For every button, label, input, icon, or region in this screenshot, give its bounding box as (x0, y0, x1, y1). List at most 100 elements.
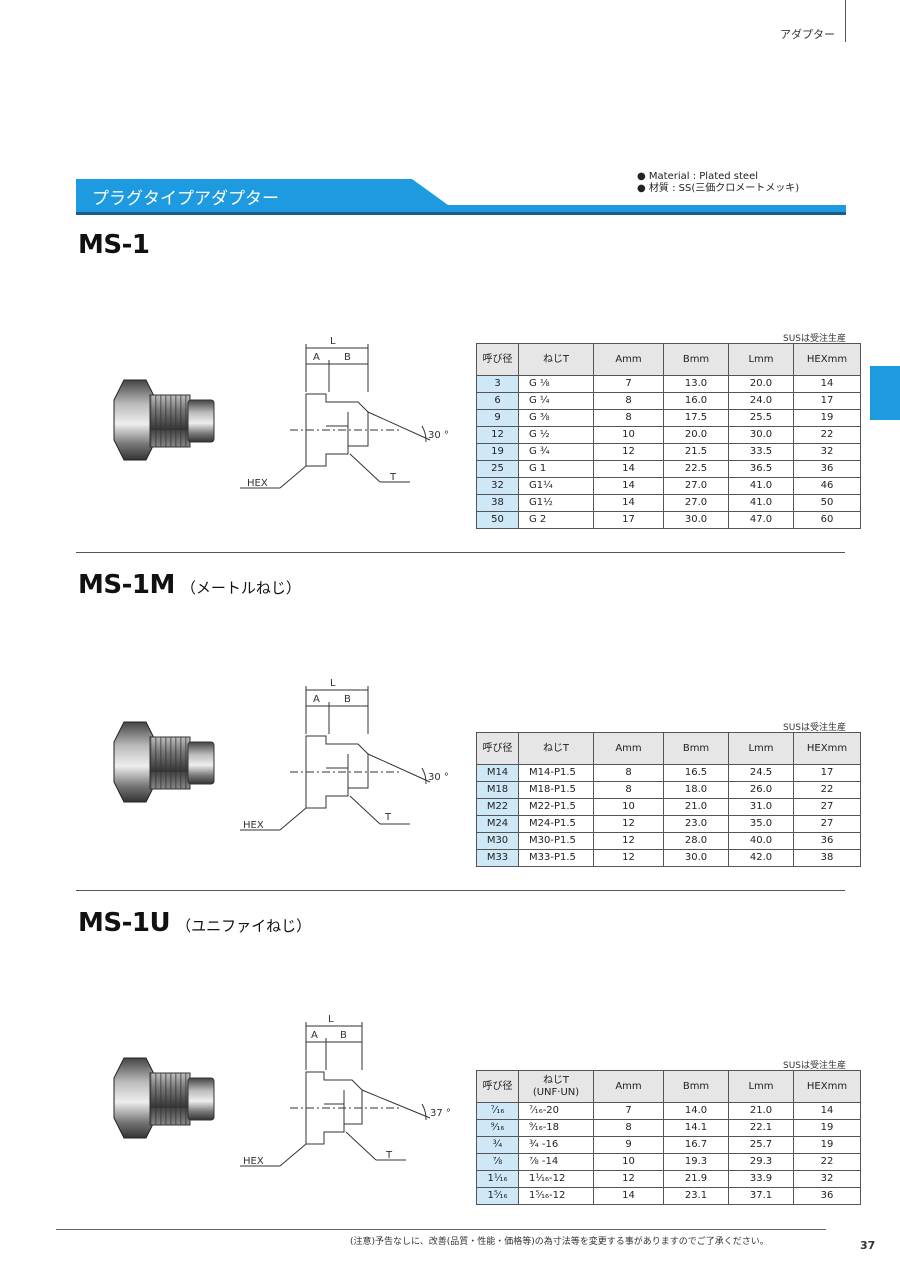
table-cell: 23.0 (663, 815, 729, 833)
size-cell: 1⁵⁄₁₆ (476, 1187, 519, 1205)
table-cell: G ¼ (518, 392, 594, 410)
size-cell: 32 (476, 477, 519, 495)
table-cell: M24-P1.5 (518, 815, 594, 833)
table-cell: 14 (593, 1187, 664, 1205)
material-note: ● Material : Plated steel ● 材質 : SS(三価クロ… (637, 171, 799, 195)
table-cell: 46 (793, 477, 861, 495)
table-cell: 41.0 (728, 494, 794, 512)
table-cell: 8 (593, 764, 664, 782)
table-cell: 17 (593, 511, 664, 529)
dim-l-label: L (330, 336, 336, 347)
table-cell: 7 (593, 375, 664, 393)
size-cell: M18 (476, 781, 519, 799)
size-cell: M14 (476, 764, 519, 782)
section-divider (76, 552, 845, 553)
table-cell: 33.5 (728, 443, 794, 461)
table-cell: 25.7 (728, 1136, 794, 1154)
table-cell: 21.0 (728, 1102, 794, 1120)
table-cell: 21.9 (663, 1170, 729, 1188)
column-header: HEXmm (793, 1070, 861, 1103)
table-cell: 14 (793, 1102, 861, 1120)
table-cell: 1¹⁄₁₆-12 (518, 1170, 594, 1188)
table-cell: 47.0 (728, 511, 794, 529)
size-cell: M24 (476, 815, 519, 833)
table-cell: 22.5 (663, 460, 729, 478)
product-figure-ms1m: L A B 30 ° HEX T (113, 678, 449, 831)
column-header: Lmm (728, 732, 794, 765)
column-header: Bmm (663, 1070, 729, 1103)
section-tab-marker (870, 366, 900, 420)
column-header: Amm (593, 343, 664, 376)
table-cell: 22.1 (728, 1119, 794, 1137)
table-cell: 19 (793, 409, 861, 427)
table-cell: 16.5 (663, 764, 729, 782)
table-cell: M14-P1.5 (518, 764, 594, 782)
table-cell: 42.0 (728, 849, 794, 867)
table-cell: 19 (793, 1119, 861, 1137)
table-cell: 36 (793, 460, 861, 478)
size-cell: M33 (476, 849, 519, 867)
table-cell: 36.5 (728, 460, 794, 478)
size-cell: 6 (476, 392, 519, 410)
table-cell: 9 (593, 1136, 664, 1154)
table-cell: 12 (593, 849, 664, 867)
material-en: ● Material : Plated steel (637, 171, 759, 182)
model-name: MS-1M (78, 570, 175, 600)
column-header: ねじT (UNF·UN) (518, 1070, 594, 1103)
dim-l-label: L (330, 678, 336, 689)
table-cell: 17 (793, 392, 861, 410)
column-header: ねじT (518, 343, 594, 376)
column-header: 呼び径 (476, 343, 519, 376)
table-cell: G ½ (518, 426, 594, 444)
table-cell: 41.0 (728, 477, 794, 495)
table-cell: 12 (593, 832, 664, 850)
column-header: Amm (593, 732, 664, 765)
table-cell: 31.0 (728, 798, 794, 816)
size-cell: 38 (476, 494, 519, 512)
column-header: ねじT (518, 732, 594, 765)
dim-hex-label: HEX (243, 1156, 264, 1167)
size-cell: M30 (476, 832, 519, 850)
dim-angle-label: 30 ° (428, 772, 449, 783)
table-cell: ¾ -16 (518, 1136, 594, 1154)
table-cell: 14 (793, 375, 861, 393)
dim-hex-label: HEX (247, 478, 268, 489)
size-cell: ⁹⁄₁₆ (476, 1119, 519, 1137)
sus-note: SUSは受注生産 (783, 1061, 847, 1071)
table-cell: 12 (593, 815, 664, 833)
product-figure-ms1u: L A B 37 ° HEX T (113, 1014, 451, 1167)
model-title-ms1: MS-1 (78, 230, 155, 260)
table-cell: 28.0 (663, 832, 729, 850)
dim-angle-label: 30 ° (428, 430, 449, 441)
dim-l-label: L (328, 1014, 334, 1025)
table-cell: 27 (793, 815, 861, 833)
sus-note: SUSは受注生産 (783, 723, 847, 733)
table-cell: 30.0 (663, 849, 729, 867)
footer-divider (56, 1229, 826, 1230)
model-subtitle: （ユニファイねじ） (176, 917, 312, 935)
size-cell: 12 (476, 426, 519, 444)
table-cell: 8 (593, 1119, 664, 1137)
page-number: 37 (860, 1239, 876, 1252)
table-cell: 23.1 (663, 1187, 729, 1205)
table-cell: 16.7 (663, 1136, 729, 1154)
dim-t-label: T (389, 472, 397, 483)
size-cell: ¾ (476, 1136, 519, 1154)
header-divider (845, 0, 846, 42)
column-header: Bmm (663, 732, 729, 765)
table-cell: 10 (593, 798, 664, 816)
footer-note: (注意)予告なしに、改善(品質・性能・価格等)の為寸法等を変更する事がありますの… (350, 1237, 769, 1247)
table-cell: 22 (793, 426, 861, 444)
